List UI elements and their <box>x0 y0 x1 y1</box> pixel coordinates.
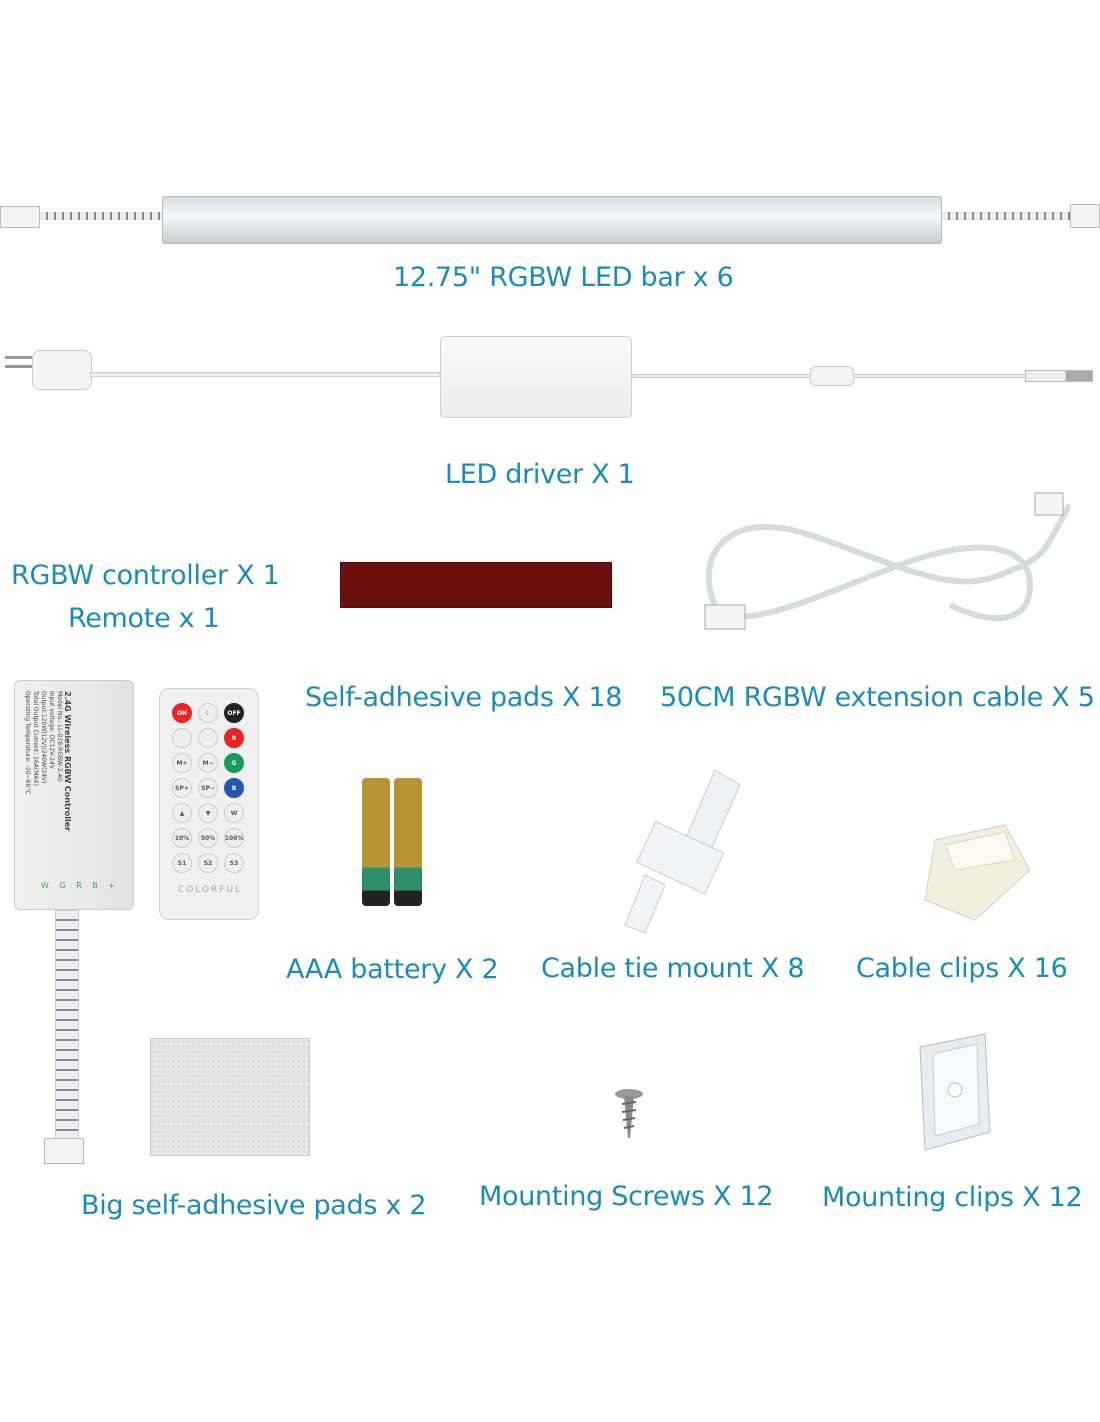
remote-button: ☾ <box>198 703 218 723</box>
rgbw-controller-image: 2.4G Wireless RGBW Controller Model No.:… <box>14 680 134 910</box>
remote-button: M− <box>198 753 218 773</box>
driver-box <box>440 336 632 418</box>
remote-button: S2 <box>198 853 218 873</box>
mounting-clip-image <box>919 1033 991 1151</box>
extension-cable-image <box>704 492 1070 630</box>
remote-button: 10% <box>172 828 192 848</box>
cable-tie-mount-image <box>624 769 741 934</box>
remote-button: M+ <box>172 753 192 773</box>
controller-output: Output:120W(12V)/240W(24V) <box>40 691 47 784</box>
label-big-pads: Big self-adhesive pads x 2 <box>81 1190 427 1221</box>
controller-model: Model No.: LL-028-RGBW-2.4G <box>56 691 63 782</box>
adhesive-pad-image <box>340 562 612 608</box>
battery-image <box>362 778 424 908</box>
label-battery: AAA battery X 2 <box>286 954 499 985</box>
label-screws: Mounting Screws X 12 <box>479 1181 774 1212</box>
remote-button: 50% <box>198 828 218 848</box>
label-extension-cable: 50CM RGBW extension cable X 5 <box>660 682 1095 713</box>
cable <box>90 372 440 377</box>
controller-connector <box>44 1138 84 1164</box>
remote-button: S3 <box>224 853 244 873</box>
remote-button: OFF <box>224 703 244 723</box>
big-adhesive-pad-image <box>150 1038 310 1156</box>
label-mounting-clips: Mounting clips X 12 <box>822 1182 1083 1213</box>
screw-image <box>615 1089 643 1138</box>
label-cable-clips: Cable clips X 16 <box>856 953 1068 984</box>
remote-button <box>198 728 218 748</box>
plug-prongs <box>5 356 35 368</box>
connector <box>1070 204 1100 228</box>
controller-input: Input voltage: DC12V-24V <box>48 691 55 769</box>
led-bar-image <box>0 190 1100 250</box>
label-led-bar: 12.75" RGBW LED bar x 6 <box>393 262 734 293</box>
dc-plug <box>1025 370 1093 382</box>
controller-cable <box>55 910 79 1142</box>
remote-button: S1 <box>172 853 192 873</box>
remote-button: ▼ <box>198 803 218 823</box>
remote-button: R <box>224 728 244 748</box>
controller-title: 2.4G Wireless RGBW Controller <box>63 691 72 832</box>
controller-text: 2.4G Wireless RGBW Controller Model No.:… <box>23 691 72 891</box>
label-remote: Remote x 1 <box>68 603 220 634</box>
label-controller: RGBW controller X 1 <box>11 560 280 591</box>
remote-button: SP− <box>198 778 218 798</box>
remote-button: SP+ <box>172 778 192 798</box>
remote-button: 100% <box>224 828 244 848</box>
controller-pins: W G R B + <box>41 881 120 890</box>
remote-button: G <box>224 753 244 773</box>
label-adhesive-pads: Self-adhesive pads X 18 <box>305 682 623 713</box>
remote-button <box>172 728 192 748</box>
label-cable-tie: Cable tie mount X 8 <box>541 953 805 984</box>
remote-button: B <box>224 778 244 798</box>
remote-brand: COLORFUL <box>177 885 243 895</box>
cable <box>40 212 165 220</box>
connector <box>0 206 40 228</box>
ferrite <box>810 366 854 386</box>
aluminum-bar <box>162 196 942 244</box>
remote-button: ON <box>172 703 192 723</box>
cable <box>942 212 1072 220</box>
cable-clips-image <box>924 824 1031 921</box>
controller-current: Total Output Current: 16A(MAX) <box>32 691 39 786</box>
label-led-driver: LED driver X 1 <box>445 459 635 490</box>
remote-button: W <box>224 803 244 823</box>
plug <box>32 350 92 390</box>
led-driver-image <box>0 330 1100 420</box>
remote-button: ▲ <box>172 803 192 823</box>
remote-image: ON ☾ OFF R M+ M− G SP+ SP− B ▲ ▼ W 10% 50% 100% S1 S2 S3 C… <box>159 688 259 920</box>
controller-temp: Operating Temperature: -20~60°C <box>24 691 31 795</box>
